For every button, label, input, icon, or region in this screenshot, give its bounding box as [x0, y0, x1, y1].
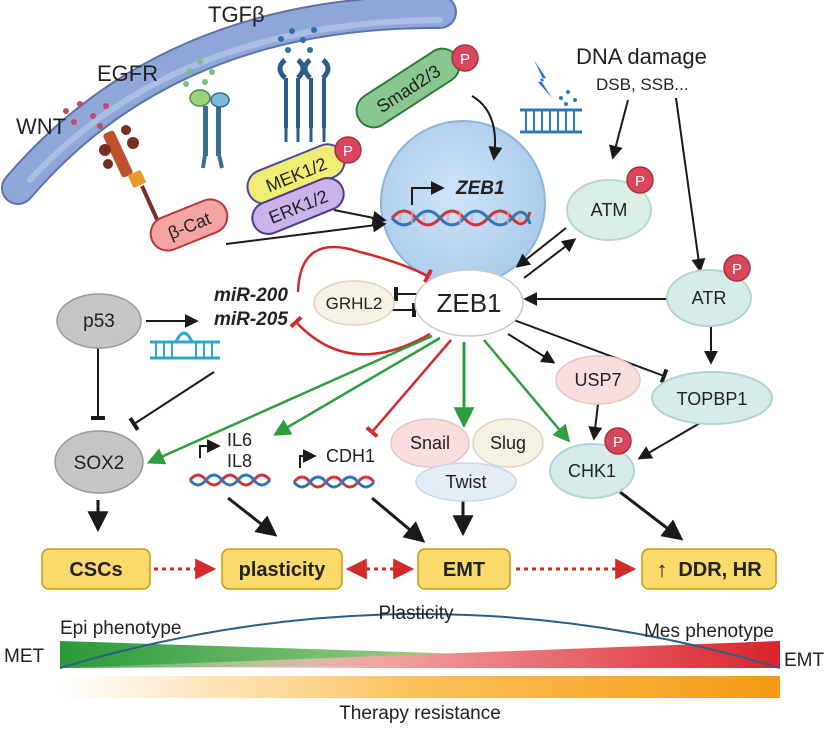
- mek-phospho-badge: P: [334, 136, 362, 164]
- topbp1-node: TOPBP1: [651, 371, 773, 425]
- arrow-zeb1-chk1: [483, 339, 571, 443]
- dna-damage-types-label: DSB, SSB...: [596, 75, 689, 94]
- ddr-up-arrow: ↑: [657, 557, 668, 582]
- chk1-label: CHK1: [568, 461, 616, 481]
- met-label: MET: [4, 646, 45, 667]
- slug-label: Slug: [490, 433, 526, 453]
- chk1-phospho-label: P: [613, 434, 623, 451]
- mirna-hairpin-icon: [150, 331, 220, 360]
- arrow-atm-zeb1: [515, 227, 567, 268]
- slug-node: Slug: [472, 418, 544, 468]
- topbp1-label: TOPBP1: [677, 389, 748, 409]
- smad-phospho-label: P: [460, 51, 470, 68]
- inhibit-mir-sox2: [128, 371, 215, 431]
- arrow-il-plasticity: [227, 496, 278, 537]
- plasticity-curve-label: Plasticity: [379, 603, 454, 624]
- p53-node: p53: [56, 293, 142, 349]
- chk1-node: CHK1 P: [549, 427, 635, 499]
- arrow-zeb1-il6: [272, 336, 441, 436]
- arrow-chk1-ddr: [619, 490, 684, 541]
- atm-phospho-label: P: [635, 173, 645, 190]
- damaged-dna-icon: [520, 60, 582, 134]
- smad-node: Smad2/3: [355, 47, 461, 129]
- cell-membrane: [1, 0, 457, 205]
- tgfb-receptor-icon: [277, 27, 331, 142]
- snail-label: Snail: [410, 433, 450, 453]
- outcome-emt: EMT: [417, 548, 511, 590]
- dna-damage-label: DNA damage: [576, 44, 707, 69]
- sox2-node: SOX2: [54, 430, 144, 494]
- mir205-label: miR-205: [214, 309, 288, 330]
- outcome-cscs: CSCs: [41, 548, 151, 590]
- sox2-label: SOX2: [74, 453, 125, 474]
- egfr-label: EGFR: [97, 61, 158, 86]
- inhibit-mir-zeb1: [296, 245, 433, 293]
- arrow-damage-atm: [609, 99, 629, 160]
- arrow-cdh1-emt: [371, 496, 426, 543]
- arrow-usp7-chk1: [588, 403, 603, 441]
- phenotype-spectrum: [59, 613, 781, 698]
- bcat-node: β-Cat: [149, 198, 229, 252]
- mes-phenotype-label: Mes phenotype: [644, 621, 774, 642]
- epi-phenotype-label: Epi phenotype: [60, 618, 182, 639]
- inhibit-zeb1-mir: [289, 315, 431, 356]
- grhl2-label: GRHL2: [326, 294, 383, 313]
- cscs-label: CSCs: [69, 559, 122, 581]
- il6-il8-gene: [188, 439, 272, 487]
- zeb1-label: ZEB1: [436, 288, 501, 318]
- twist-label: Twist: [445, 472, 486, 492]
- mir200-label: miR-200: [214, 285, 288, 306]
- zeb1-gene-label: ZEB1: [455, 178, 505, 199]
- twist-node: Twist: [415, 462, 517, 502]
- cdh1-label: CDH1: [326, 446, 375, 466]
- usp7-label: USP7: [574, 370, 621, 390]
- outcome-ddr-hr: ↑ DDR, HR: [641, 548, 777, 590]
- inhibit-zeb1-topbp1: [513, 319, 669, 384]
- wnt-label: WNT: [16, 114, 66, 139]
- mes-gradient: [60, 641, 780, 668]
- atm-node: ATM P: [566, 166, 654, 241]
- grhl2-node: GRHL2: [313, 280, 395, 326]
- inhibit-zeb1-cdh1: [365, 339, 452, 439]
- therapy-resistance-bar: [60, 676, 780, 698]
- egfr-receptor-icon: [183, 59, 230, 169]
- cdh1-gene: [292, 449, 376, 489]
- atr-phospho-label: P: [732, 261, 742, 278]
- zeb1-node: ZEB1: [414, 269, 524, 337]
- il8-label: IL8: [227, 451, 252, 471]
- atr-label: ATR: [692, 288, 727, 308]
- il6-label: IL6: [227, 430, 252, 450]
- arrow-bcat-zeb1: [225, 218, 387, 245]
- arrow-topbp1-chk1: [637, 422, 701, 460]
- nucleus: [380, 120, 546, 286]
- arrow-zeb1-usp7: [507, 333, 556, 364]
- arrow-erk-zeb1: [333, 209, 387, 225]
- smad-phospho-badge: P: [451, 44, 479, 72]
- ddr-label: DDR, HR: [678, 559, 762, 581]
- atm-label: ATM: [591, 200, 628, 220]
- arrow-damage-atr: [675, 97, 706, 273]
- arrow-zeb1-atm: [523, 238, 577, 279]
- therapy-resistance-label: Therapy resistance: [339, 703, 501, 724]
- tgfb-label: TGFβ: [208, 2, 265, 27]
- arrow-smad-zeb1: [471, 95, 503, 161]
- plasticity-curve: [59, 613, 781, 669]
- mek-phospho-label: P: [343, 143, 353, 160]
- p53-label: p53: [83, 311, 115, 332]
- atr-node: ATR P: [666, 254, 752, 327]
- emt-spectrum-label: EMT: [784, 650, 825, 671]
- emt-label: EMT: [443, 559, 485, 581]
- usp7-node: USP7: [555, 355, 641, 405]
- zeb1-gene-dna: [390, 181, 532, 227]
- snail-node: Snail: [390, 418, 470, 468]
- outcome-plasticity: plasticity: [221, 548, 343, 590]
- arrow-zeb1-sox2: [146, 334, 433, 465]
- plasticity-label: plasticity: [239, 559, 327, 581]
